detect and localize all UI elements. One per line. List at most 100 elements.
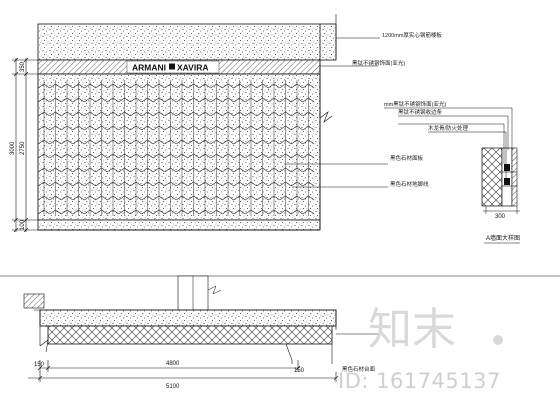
watermark-dot-icon: [493, 335, 503, 345]
vein-chevron: [291, 83, 303, 89]
vein-chevron: [187, 97, 200, 103]
vein-chevron: [245, 125, 257, 131]
dim-350: 350: [20, 61, 26, 72]
vein-chevron: [256, 167, 269, 173]
vein-chevron: [210, 139, 223, 145]
vein-chevron: [153, 97, 165, 103]
vein-chevron: [164, 167, 177, 173]
vein-chevron: [233, 97, 246, 103]
note-section-floor: 黑色石材台面: [342, 365, 376, 373]
note-detail-1: mm黑钛不锈钢饰面(亚光): [384, 100, 446, 108]
vein-chevron: [187, 139, 200, 145]
vein-chevron: [130, 153, 142, 159]
vein-chevron: [130, 125, 142, 131]
vein-chevron: [49, 139, 62, 145]
vein-chevron: [84, 125, 96, 131]
vein-chevron: [164, 153, 177, 159]
vein-chevron: [222, 111, 234, 117]
vein-chevron: [233, 153, 246, 159]
vein-chevron: [291, 181, 303, 187]
vein-chevron: [49, 97, 62, 103]
vein-chevron: [302, 139, 315, 145]
vein-chevron: [291, 153, 303, 159]
vein-chevron: [38, 83, 50, 89]
vein-chevron: [107, 153, 119, 159]
vein-chevron: [302, 209, 315, 215]
vein-chevron: [222, 153, 234, 159]
vein-chevron: [141, 83, 154, 89]
note-detail-2: 黑钛不锈钢收边条: [398, 108, 443, 116]
vein-chevron: [95, 181, 108, 187]
vein-chevron: [95, 111, 108, 117]
vein-chevron: [279, 167, 292, 173]
vein-chevron: [187, 195, 200, 201]
vein-chevron: [268, 167, 280, 173]
vein-chevron: [95, 97, 108, 103]
vein-chevron: [84, 83, 96, 89]
vein-chevron: [245, 139, 257, 145]
vein-chevron: [153, 153, 165, 159]
vein-chevron: [49, 167, 62, 173]
vein-chevron: [187, 181, 200, 187]
vein-chevron: [302, 125, 315, 131]
vein-chevron: [291, 139, 303, 145]
vein-chevron: [118, 139, 131, 145]
vein-chevron: [187, 111, 200, 117]
vein-chevron: [107, 209, 119, 215]
vein-chevron: [279, 209, 292, 215]
vein-chevron: [72, 139, 85, 145]
vein-chevron: [302, 195, 315, 201]
vein-chevron: [130, 111, 142, 117]
vein-chevron: [107, 167, 119, 173]
vein-chevron: [279, 153, 292, 159]
vein-chevron: [153, 209, 165, 215]
vein-chevron: [84, 209, 96, 215]
vein-chevron: [95, 153, 108, 159]
vein-chevron: [164, 125, 177, 131]
vein-chevron: [107, 195, 119, 201]
vein-chevron: [199, 195, 211, 201]
vein-chevron: [38, 209, 50, 215]
vein-chevron: [95, 139, 108, 145]
vein-chevron: [72, 195, 85, 201]
vein-chevron: [72, 181, 85, 187]
vein-chevron: [222, 209, 234, 215]
vein-chevron: [118, 111, 131, 117]
vein-chevron: [141, 153, 154, 159]
detail-a: [481, 147, 520, 214]
vein-chevron: [233, 111, 246, 117]
vein-chevron: [210, 153, 223, 159]
vein-chevron: [38, 139, 50, 145]
vein-chevron: [84, 153, 96, 159]
vein-chevron: [141, 125, 154, 131]
vein-chevron: [256, 111, 269, 117]
vein-chevron: [49, 209, 62, 215]
vein-chevron: [291, 97, 303, 103]
vein-chevron: [199, 181, 211, 187]
vein-chevron: [164, 83, 177, 89]
wall-panel: [37, 73, 321, 221]
vein-chevron: [153, 111, 165, 117]
vein-chevron: [256, 195, 269, 201]
vein-chevron: [107, 139, 119, 145]
dim-2750: 2750: [20, 141, 26, 155]
vein-chevron: [61, 167, 73, 173]
vein-chevron: [130, 195, 142, 201]
vein-chevron: [95, 83, 108, 89]
vein-chevron: [233, 209, 246, 215]
vein-chevron: [164, 209, 177, 215]
detail-wall: [481, 147, 503, 207]
vein-chevron: [279, 83, 292, 89]
vein-chevron: [245, 111, 257, 117]
vein-chevron: [130, 181, 142, 187]
vein-chevron: [49, 195, 62, 201]
vein-chevron: [268, 153, 280, 159]
vein-chevron: [176, 125, 188, 131]
plan-section: [0, 275, 560, 364]
wall-elevation: [37, 14, 337, 231]
vein-chevron: [245, 83, 257, 89]
vein-chevron: [210, 83, 223, 89]
vein-chevron: [38, 97, 50, 103]
detail-title: A墙面大样图: [486, 234, 520, 242]
